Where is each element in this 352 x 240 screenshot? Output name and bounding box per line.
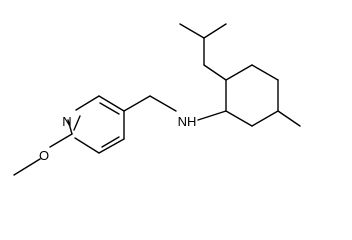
amine-label: NH: [178, 114, 197, 129]
ether-oxygen-label: O: [39, 148, 49, 163]
bond: [225, 110, 253, 127]
bond: [277, 110, 301, 127]
bond: [251, 64, 279, 81]
bond: [98, 95, 125, 112]
pyridine-nitrogen-label: N: [62, 114, 71, 129]
cyclohexane-ring: [225, 64, 279, 127]
bond: [179, 23, 205, 39]
methoxy-group: [13, 133, 73, 176]
isopropyl-group: [179, 23, 227, 81]
methylene-linker: [123, 95, 227, 121]
bond: [149, 95, 177, 112]
bond: [13, 158, 41, 176]
bond: [75, 95, 100, 111]
pyridine-ring: [67, 95, 125, 154]
chemical-structure-diagram: N NH O: [13, 23, 301, 176]
double-bond-inner: [73, 115, 81, 131]
bond: [67, 119, 73, 135]
bond: [197, 110, 227, 121]
bond: [203, 64, 227, 81]
bond: [203, 23, 227, 39]
bond: [251, 110, 279, 127]
bond: [123, 95, 151, 112]
bond: [74, 137, 100, 154]
bond: [225, 64, 253, 81]
bond: [49, 133, 73, 148]
methyl-group: [277, 110, 301, 127]
double-bond-inner: [99, 102, 120, 115]
double-bond-inner: [101, 136, 120, 148]
bond: [98, 138, 125, 154]
